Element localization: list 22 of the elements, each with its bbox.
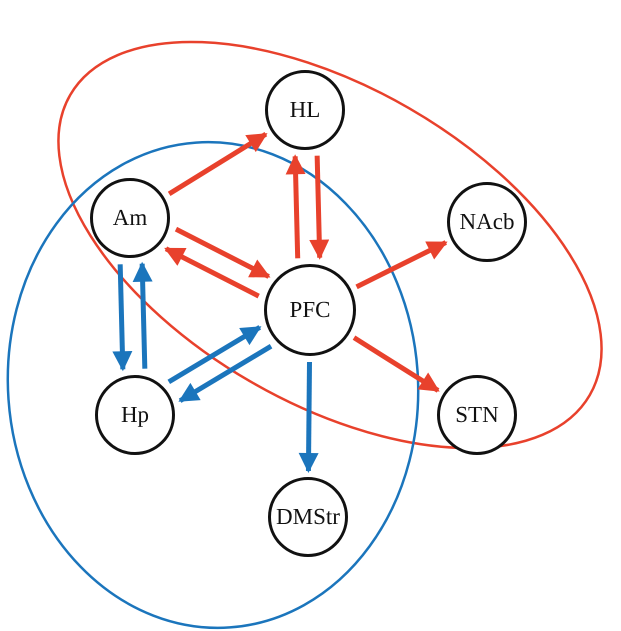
arrow bbox=[355, 240, 448, 290]
region-label: PFC bbox=[290, 297, 330, 323]
arrow bbox=[309, 156, 330, 260]
arrow bbox=[164, 246, 260, 298]
region-label: HL bbox=[290, 97, 320, 123]
arrow bbox=[286, 154, 306, 258]
region-label: STN bbox=[455, 402, 499, 428]
arrow bbox=[168, 325, 262, 384]
region-label: DMStr bbox=[276, 504, 340, 530]
region-label: Am bbox=[112, 205, 148, 231]
region-label: NAcb bbox=[460, 209, 514, 235]
arrow bbox=[298, 362, 319, 473]
region-circle bbox=[265, 70, 345, 150]
region-circle bbox=[447, 182, 527, 262]
arrow bbox=[174, 226, 270, 279]
arrow bbox=[352, 336, 440, 393]
region-circle bbox=[90, 178, 170, 258]
region-label: Hp bbox=[120, 402, 150, 428]
arrow bbox=[112, 264, 132, 372]
arrow bbox=[168, 132, 268, 196]
arrow bbox=[178, 344, 272, 403]
arrow bbox=[132, 262, 153, 369]
